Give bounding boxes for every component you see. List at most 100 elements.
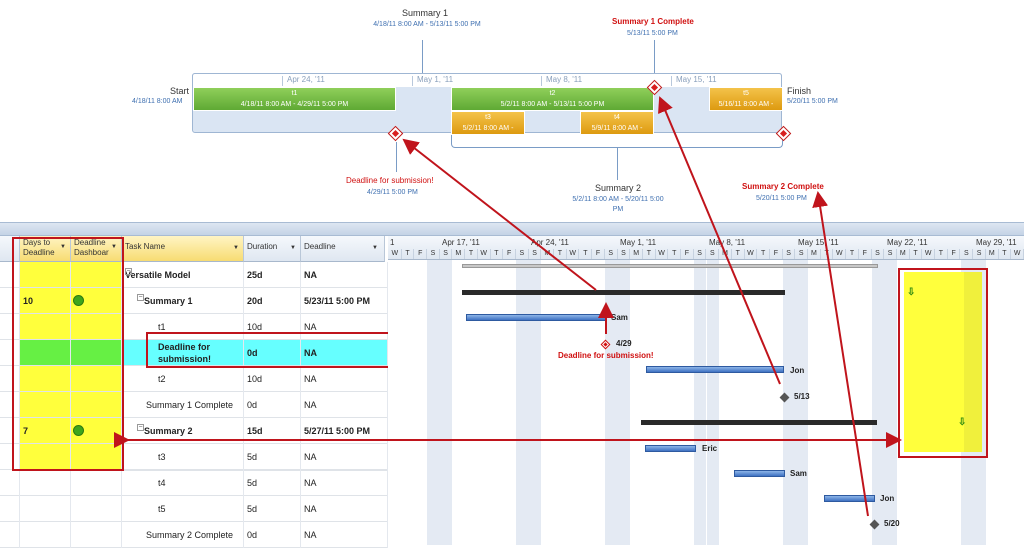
days-to-deadline-cell[interactable]: 10 <box>20 288 71 314</box>
deadline-dashboard-cell[interactable] <box>71 392 122 418</box>
days-filter-icon[interactable]: ▼ <box>60 244 66 250</box>
row-header[interactable] <box>0 470 20 496</box>
days-to-deadline-cell[interactable]: 7 <box>20 418 71 444</box>
days-to-deadline-cell[interactable] <box>20 314 71 340</box>
duration-cell[interactable]: 5d <box>244 496 301 522</box>
days-to-deadline-cell[interactable] <box>20 262 71 288</box>
timeline-view[interactable]: Summary 1 4/18/11 8:00 AM - 5/13/11 5:00… <box>0 0 1024 222</box>
timeline-bar-t3[interactable]: t3 5/2/11 8:00 AM - <box>451 111 525 135</box>
deadline-filter-icon[interactable]: ▼ <box>372 245 378 251</box>
duration-cell[interactable]: 10d <box>244 366 301 392</box>
deadline-dashboard-cell[interactable] <box>71 496 122 522</box>
days-to-deadline-cell[interactable] <box>20 470 71 496</box>
days-to-deadline-cell[interactable] <box>20 392 71 418</box>
row-header[interactable] <box>0 496 20 522</box>
days-to-deadline-cell[interactable] <box>20 522 71 548</box>
gantt-summary2-bar[interactable] <box>641 420 877 425</box>
task-name-cell[interactable]: Deadline for submission! <box>122 340 244 366</box>
deadline-cell[interactable]: NA <box>301 496 388 522</box>
deadline-cell[interactable]: NA <box>301 262 388 288</box>
deadline-dashboard-cell[interactable] <box>71 262 122 288</box>
task-name-cell[interactable]: Summary 2 Complete <box>122 522 244 548</box>
row-header[interactable] <box>0 262 20 288</box>
col-header-deadline-dashboard[interactable]: Deadline Dashboar <box>71 236 122 262</box>
collapse-icon[interactable]: − <box>137 424 144 431</box>
duration-cell[interactable]: 10d <box>244 314 301 340</box>
days-to-deadline-cell[interactable] <box>20 444 71 470</box>
task-name-filter-icon[interactable]: ▼ <box>233 245 239 251</box>
task-name-cell[interactable]: t3 <box>122 444 244 470</box>
view-splitter[interactable] <box>0 222 1024 236</box>
row-header[interactable] <box>0 418 20 444</box>
deadline-cell[interactable]: 5/23/11 5:00 PM <box>301 288 388 314</box>
task-name-cell[interactable]: Summary 2 <box>122 418 244 444</box>
task-name-cell[interactable]: t5 <box>122 496 244 522</box>
timeline-bar-t4[interactable]: t4 5/9/11 8:00 AM - <box>580 111 654 135</box>
collapse-icon[interactable]: − <box>137 294 144 301</box>
deadline-cell[interactable]: 5/27/11 5:00 PM <box>301 418 388 444</box>
row-header[interactable] <box>0 340 20 366</box>
days-to-deadline-cell[interactable] <box>20 496 71 522</box>
timeline-bar-t1[interactable]: t1 4/18/11 8:00 AM - 4/29/11 5:00 PM <box>193 87 396 111</box>
deadline-dashboard-cell[interactable] <box>71 470 122 496</box>
duration-cell[interactable]: 20d <box>244 288 301 314</box>
timeline-bar-t5[interactable]: t5 5/16/11 8:00 AM - <box>709 87 783 111</box>
duration-cell[interactable]: 15d <box>244 418 301 444</box>
deadline-dashboard-cell[interactable] <box>71 444 122 470</box>
col-header-duration[interactable]: Duration <box>244 236 301 262</box>
col-header-deadline[interactable]: Deadline <box>301 236 385 262</box>
task-name-cell[interactable]: t1 <box>122 314 244 340</box>
duration-cell[interactable]: 25d <box>244 262 301 288</box>
task-name-cell[interactable]: Summary 1 <box>122 288 244 314</box>
days-to-deadline-cell[interactable] <box>20 340 71 366</box>
dashboard-filter-icon[interactable]: ▼ <box>111 244 117 250</box>
task-name-cell[interactable]: t2 <box>122 366 244 392</box>
duration-filter-icon[interactable]: ▼ <box>290 245 296 251</box>
days-to-deadline-cell[interactable] <box>20 366 71 392</box>
deadline-cell[interactable]: NA <box>301 470 388 496</box>
deadline-dashboard-cell[interactable] <box>71 288 122 314</box>
deadline-cell[interactable]: NA <box>301 340 388 366</box>
gantt-project-summary-bar[interactable] <box>462 264 878 268</box>
row-header-corner[interactable] <box>0 236 20 262</box>
row-header[interactable] <box>0 366 20 392</box>
deadline-dashboard-cell[interactable] <box>71 522 122 548</box>
deadline-cell[interactable]: NA <box>301 314 388 340</box>
col-header-task-name[interactable]: Task Name <box>122 236 244 262</box>
gantt-t4-bar[interactable] <box>734 470 785 477</box>
duration-cell[interactable]: 0d <box>244 392 301 418</box>
col-header-days-to-deadline[interactable]: Days to Deadline <box>20 236 71 262</box>
deadline-dashboard-cell[interactable] <box>71 314 122 340</box>
gantt-t2-bar[interactable] <box>646 366 784 373</box>
duration-cell[interactable]: 0d <box>244 522 301 548</box>
duration-cell[interactable]: 5d <box>244 470 301 496</box>
task-name-cell[interactable]: Summary 1 Complete <box>122 392 244 418</box>
timeline-bar-t2[interactable]: t2 5/2/11 8:00 AM - 5/13/11 5:00 PM <box>451 87 654 111</box>
row-header[interactable] <box>0 444 20 470</box>
deadline-cell[interactable]: NA <box>301 366 388 392</box>
duration-cell[interactable]: 0d <box>244 340 301 366</box>
row-header[interactable] <box>0 288 20 314</box>
duration-cell[interactable]: 5d <box>244 444 301 470</box>
deadline-dashboard-cell[interactable] <box>71 340 122 366</box>
task-name-cell[interactable]: Versatile Model <box>122 262 244 288</box>
deadline-cell[interactable]: NA <box>301 522 388 548</box>
gantt-summary1-bar[interactable] <box>462 290 785 295</box>
deadline-dashboard-cell[interactable] <box>71 418 122 444</box>
deadline-dashboard-cell[interactable] <box>71 366 122 392</box>
gantt-t5-bar[interactable] <box>824 495 875 502</box>
deadline-cell[interactable]: NA <box>301 392 388 418</box>
row-header[interactable] <box>0 522 20 548</box>
collapse-icon[interactable]: − <box>125 268 132 275</box>
deadline-cell[interactable]: NA <box>301 444 388 470</box>
